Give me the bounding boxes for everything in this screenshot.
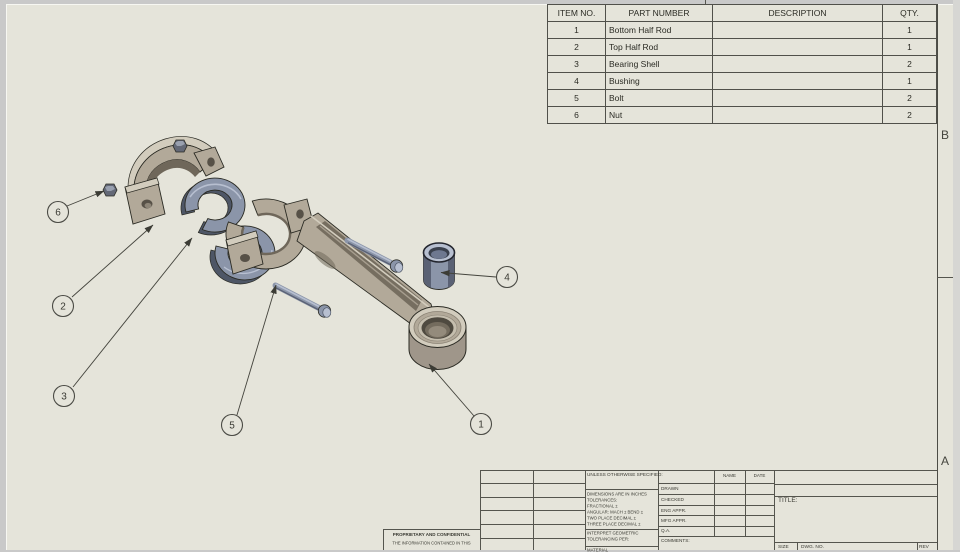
- tolerance-line: DIMENSIONS ARE IN INCHES: [587, 492, 647, 497]
- bom-header-row: ITEM NO. PART NUMBER DESCRIPTION QTY.: [548, 5, 937, 22]
- svg-text:4: 4: [504, 273, 510, 284]
- date-column-header: DATE: [745, 473, 774, 478]
- tolerance-line: TOLERANCES:: [587, 498, 617, 503]
- balloon-leaders: [67, 191, 496, 416]
- svg-text:1: 1: [478, 420, 484, 431]
- tolerance-note-header: UNLESS OTHERWISE SPECIFIED:: [587, 472, 663, 477]
- part-nut[interactable]: [103, 184, 117, 196]
- interpret-geometric-label: INTERPRET GEOMETRIC: [587, 531, 638, 536]
- drawn-label: DRAWN: [661, 486, 679, 491]
- part-bolt-2[interactable]: [276, 284, 331, 317]
- proprietary-text: THE INFORMATION CONTAINED IN THIS: [383, 541, 480, 546]
- balloon-6[interactable]: 6: [48, 202, 69, 223]
- part-bushing[interactable]: [424, 243, 455, 290]
- bom-header-part[interactable]: PART NUMBER: [606, 5, 713, 22]
- qa-label: Q.A.: [661, 528, 670, 533]
- eng-appr-label: ENG APPR.: [661, 508, 686, 513]
- balloon-3[interactable]: 3: [54, 386, 75, 407]
- bom-header-desc[interactable]: DESCRIPTION: [713, 5, 883, 22]
- part-nut-on-cap[interactable]: [173, 140, 187, 152]
- balloon-2[interactable]: 2: [53, 296, 74, 317]
- bom-header-item[interactable]: ITEM NO.: [548, 5, 606, 22]
- name-column-header: NAME: [714, 473, 745, 478]
- balloon-4[interactable]: 4: [497, 267, 518, 288]
- mfg-appr-label: MFG APPR.: [661, 518, 687, 523]
- balloon-5[interactable]: 5: [222, 415, 243, 436]
- rev-label: REV: [919, 544, 929, 550]
- tolerance-line: TWO PLACE DECIMAL ±: [587, 516, 636, 521]
- svg-text:3: 3: [61, 392, 67, 403]
- svg-text:5: 5: [229, 421, 235, 432]
- tolerancing-per-label: TOLERANCING PER:: [587, 537, 629, 542]
- bom-header-qty[interactable]: QTY.: [883, 5, 937, 22]
- tolerance-line: FRACTIONAL ±: [587, 504, 618, 509]
- svg-text:6: 6: [55, 208, 61, 219]
- checked-label: CHECKED: [661, 497, 684, 502]
- svg-text:2: 2: [60, 302, 66, 313]
- tolerance-line: THREE PLACE DECIMAL ±: [587, 522, 641, 527]
- balloon-1[interactable]: 1: [471, 414, 492, 435]
- dwg-no-label: DWG. NO.: [801, 544, 824, 550]
- comments-label: COMMENTS:: [661, 538, 690, 543]
- title-label: TITLE:: [778, 497, 798, 504]
- tolerance-line: ANGULAR: MACH ± BEND ±: [587, 510, 643, 515]
- size-label: SIZE: [778, 544, 789, 550]
- proprietary-title: PROPRIETARY AND CONFIDENTIAL: [383, 532, 480, 537]
